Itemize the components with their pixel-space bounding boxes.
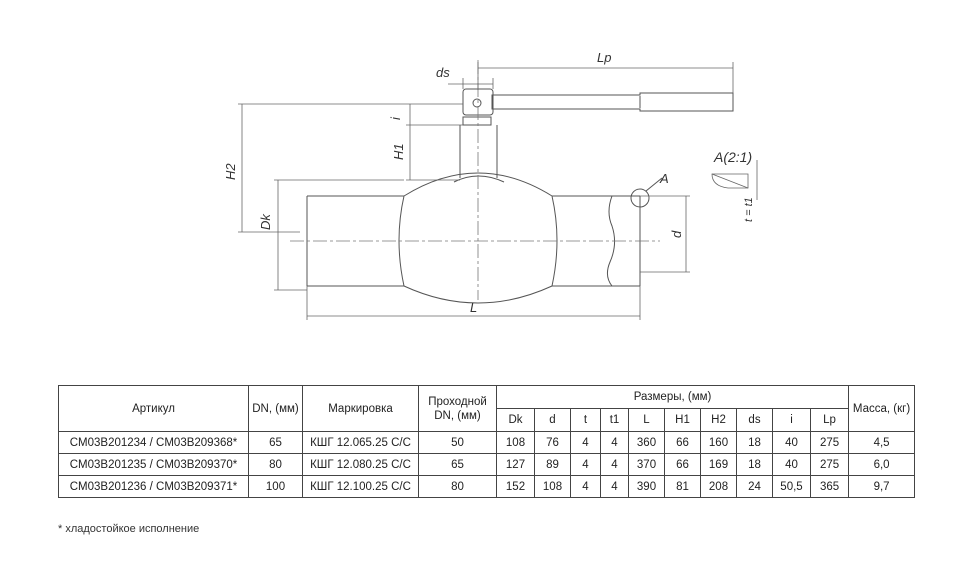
detail-marker [630,188,650,208]
subheader-d: d [534,408,571,432]
cell-t1: 4 [600,475,629,498]
cell-l: 360 [628,431,665,454]
subheader-l: L [628,408,665,432]
cell-d: 108 [534,475,571,498]
handle-lever [491,92,734,112]
cell-lp: 275 [809,431,850,454]
cell-dn: 65 [248,431,303,454]
cell-t: 4 [570,431,601,454]
cell-i: 50,5 [772,475,811,498]
table-row: CM03B201234 / CM03B209368* 65 КШГ 12.065… [58,431,916,454]
subheader-h2: H2 [700,408,737,432]
cell-h1: 66 [664,431,701,454]
label-lp: Lp [597,50,611,65]
subheader-i: i [772,408,811,432]
subheader-lp: Lp [809,408,850,432]
cell-d: 76 [534,431,571,454]
label-d: d [669,230,684,238]
cell-ds: 24 [736,475,773,498]
cell-lp: 275 [809,453,850,476]
right-pipe [552,195,640,287]
cell-mass: 9,7 [848,475,916,498]
subheader-ds: ds [736,408,773,432]
label-h1: H1 [391,143,406,160]
cell-dn: 80 [248,453,303,476]
label-ds: ds [436,65,450,80]
label-i: i [388,116,403,120]
subheader-h1: H1 [664,408,701,432]
cell-h1: 66 [664,453,701,476]
cell-dk: 127 [496,453,535,476]
cell-dn: 100 [248,475,303,498]
cell-t1: 4 [600,453,629,476]
cell-mass: 6,0 [848,453,916,476]
cell-l: 370 [628,453,665,476]
stem-bolt [472,98,482,108]
cell-i: 40 [772,453,811,476]
header-bore: Проходной DN, (мм) [418,385,497,432]
header-dn: DN, (мм) [248,385,303,432]
cell-bore: 80 [418,475,497,498]
cell-mass: 4,5 [848,431,916,454]
label-l: L [470,300,477,315]
cell-h2: 169 [700,453,737,476]
cell-marking: КШГ 12.080.25 С/С [302,453,419,476]
cell-ds: 18 [736,453,773,476]
cell-marking: КШГ 12.100.25 С/С [302,475,419,498]
label-h2: H2 [223,163,238,180]
subheader-t: t [570,408,601,432]
cell-h2: 208 [700,475,737,498]
cell-h2: 160 [700,431,737,454]
cell-article: CM03B201236 / CM03B209371* [58,475,249,498]
label-t: t = t1 [743,197,755,222]
cell-l: 390 [628,475,665,498]
cell-marking: КШГ 12.065.25 С/С [302,431,419,454]
spec-table: Артикул DN, (мм) Маркировка Проходной DN… [58,385,916,498]
cell-t: 4 [570,453,601,476]
footnote: * хладостойкое исполнение [58,523,200,535]
cell-dk: 152 [496,475,535,498]
cell-lp: 365 [809,475,850,498]
stem [459,125,498,178]
cell-article: CM03B201235 / CM03B209370* [58,453,249,476]
cell-ds: 18 [736,431,773,454]
table-row: CM03B201236 / CM03B209371* 100 КШГ 12.10… [58,475,916,498]
header-article: Артикул [58,385,249,432]
cell-article: CM03B201234 / CM03B209368* [58,431,249,454]
header-mass: Масса, (кг) [848,385,916,432]
cell-t: 4 [570,475,601,498]
header-marking: Маркировка [302,385,419,432]
header-dimensions: Размеры, (мм) [495,385,850,409]
label-a: A [659,171,669,186]
detail-shape [711,173,749,189]
label-detail: A(2:1) [713,149,752,165]
valve-drawing: Lp ds i H1 H2 Dk d L A A(2:1) t = t1 [223,50,758,320]
cell-bore: 65 [418,453,497,476]
subheader-dk: Dk [496,408,535,432]
subheader-t1: t1 [600,408,629,432]
table-row: CM03B201235 / CM03B209370* 80 КШГ 12.080… [58,453,916,476]
cell-dk: 108 [496,431,535,454]
cell-h1: 81 [664,475,701,498]
cell-d: 89 [534,453,571,476]
label-dk: Dk [258,213,273,230]
cell-t1: 4 [600,431,629,454]
cell-bore: 50 [418,431,497,454]
cell-i: 40 [772,431,811,454]
